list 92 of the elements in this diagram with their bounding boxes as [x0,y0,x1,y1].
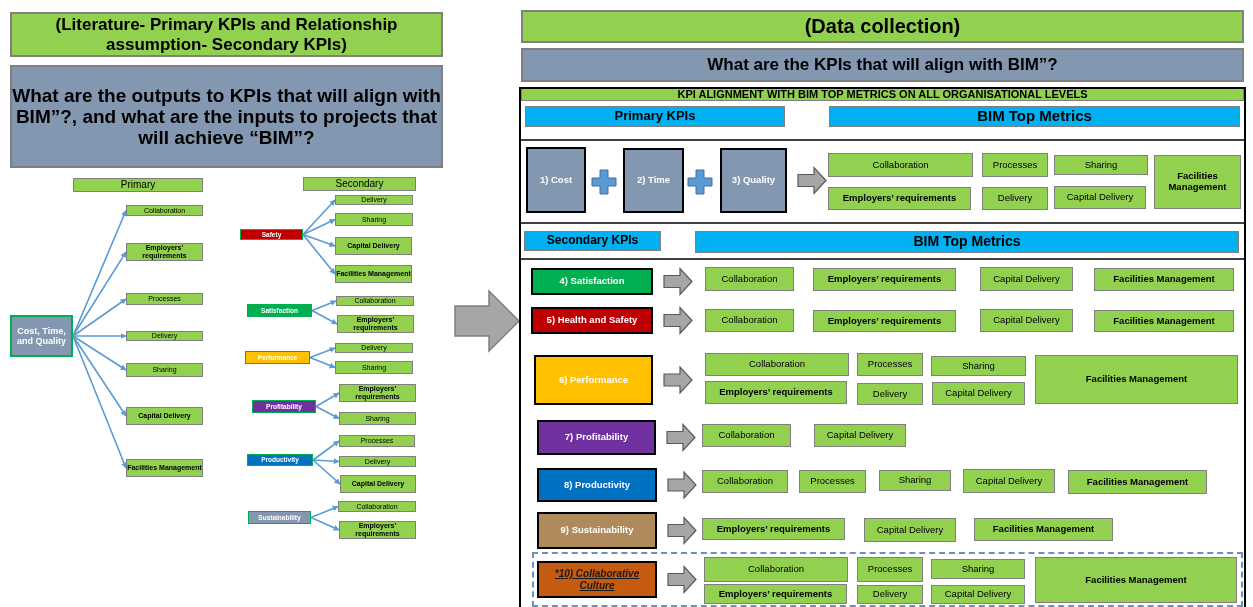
metric-box: Collaboration [828,153,973,177]
block-arrow [667,515,697,546]
metric-box: Capital Delivery [1054,186,1146,209]
block-arrow [667,564,697,595]
column-header: BIM Top Metrics [829,106,1240,127]
arrow [310,516,340,531]
metric-box: Facilities Management [974,518,1113,541]
kpi-box: 7) Profitability [537,420,656,455]
kpi-box: 5) Health and Safety [531,307,653,334]
block-arrow [663,305,693,336]
metric-box: Capital Delivery [963,469,1055,493]
arrow [310,505,339,519]
metric-box: Sharing [879,470,951,491]
metric-box: Sharing [931,356,1026,376]
metric-box: Processes [799,470,866,493]
kpi-box: 2) Time [623,148,684,213]
question-banner: What are the KPIs that will align with BIM”? [521,48,1244,82]
title-banner: (Literature- Primary KPIs and Relationship assumption- Secondary KPIs) [10,12,443,57]
title-banner: (Data collection) [521,10,1244,43]
kpi-box: 8) Productivity [537,468,657,502]
metric-box: Capital Delivery [980,309,1073,332]
metric-box: Facilities Management [1094,310,1234,332]
arrow [72,333,127,339]
arrow [302,218,336,236]
metric-box: Delivery [982,187,1048,210]
column-header: Primary [73,178,203,192]
metric-box: Employers’ requirements [813,310,956,332]
column-header: BIM Top Metrics [695,231,1239,253]
kpi-box: 4) Satisfaction [531,268,653,295]
block-arrow [666,422,696,453]
arrow [72,335,127,371]
column-header: Secondary [303,177,416,191]
arrow [312,459,341,485]
metric-box: Facilities Management [1035,355,1238,404]
metric-box: Facilities Management [1094,268,1234,291]
metric-box: Facilities Management [1154,155,1241,209]
block-arrow [797,165,827,196]
metric-box: Collaboration [702,470,788,493]
metric-box: Capital Delivery [980,267,1073,291]
dashed-group-frame [532,552,1243,607]
table-frame [519,87,1246,607]
metric-box: Employers’ requirements [704,584,847,604]
arrow [302,233,336,247]
arrow [72,251,127,337]
arrow [72,335,127,417]
metric-box: Processes [857,353,923,376]
arrow [315,405,340,420]
metric-box: Processes [857,557,923,582]
metric-box: Collaboration [705,309,794,332]
kpi-box: *10) Collaborative Culture [537,561,657,598]
arrow [315,392,340,408]
metric-box: Employers’ requirements [813,268,956,291]
metric-box: Delivery [857,383,923,405]
block-arrow [663,365,693,395]
arrow [72,298,127,337]
kpi-box: 3) Quality [720,148,787,213]
arrow [309,356,336,369]
column-header: Secondary KPIs [524,231,661,251]
metric-box: Collaboration [705,353,849,376]
metric-box: Capital Delivery [932,382,1025,405]
metric-box: Sharing [931,559,1025,579]
arrow [312,458,340,465]
metric-box: Collaboration [702,424,791,447]
kpi-box: Cost, Time, and Quality [10,315,73,357]
arrow [311,300,337,312]
table-header-bar: KPI ALIGNMENT WITH BIM TOP METRICS ON ALL ORGANISATIONAL LEVELS [521,89,1244,101]
arrow [302,199,336,236]
metric-box: Facilities Management [1068,470,1207,494]
arrow [311,309,338,325]
column-header: Primary KPIs [525,106,785,127]
kpi-box: 9) Sustainability [537,512,657,549]
metric-box: Capital Delivery [931,585,1025,604]
metric-box: Facilities Management [1035,557,1237,603]
block-arrow [663,266,693,297]
metric-box: Capital Delivery [814,424,906,447]
kpi-box: 1) Cost [526,147,586,213]
arrow [302,233,336,275]
block-arrow [667,470,697,500]
arrow [309,347,336,359]
block-arrow [454,289,521,353]
metric-box: Employers’ requirements [702,518,845,540]
metric-box: Sharing [1054,155,1148,175]
kpi-box: 6) Performance [534,355,653,405]
metric-box: Employers’ requirements [705,381,847,404]
metric-box: Collaboration [705,267,794,291]
metric-box: Capital Delivery [864,518,956,542]
metric-box: Delivery [857,585,923,604]
metric-box: Employers’ requirements [828,187,971,210]
question-banner: What are the outputs to KPIs that will align with BIM”?, and what are the inputs to projects that will achieve “BIM”? [10,65,443,168]
metric-box: Collaboration [704,557,848,582]
metric-box: Processes [982,153,1048,177]
arrow [312,440,340,461]
